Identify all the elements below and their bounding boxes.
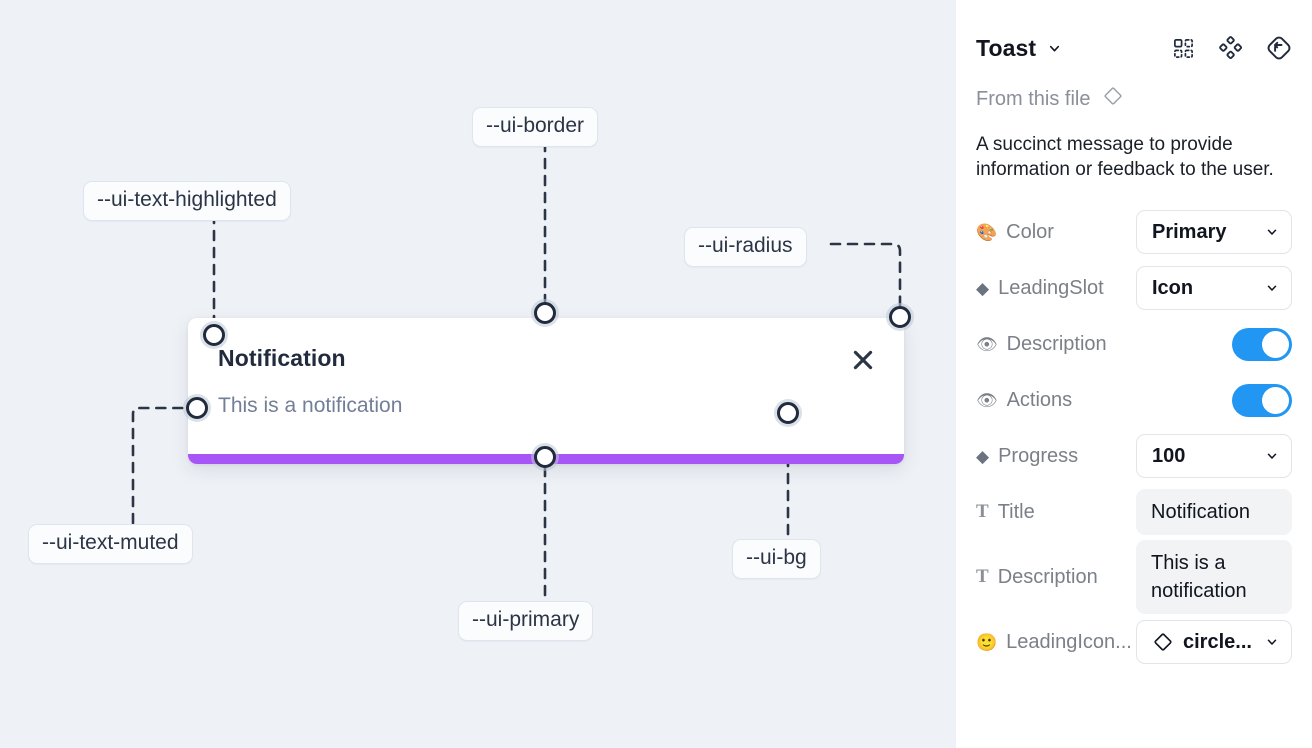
property-name: Actions — [1006, 388, 1073, 411]
reset-rotate-icon[interactable] — [1266, 35, 1292, 61]
color-select[interactable]: Primary — [1136, 210, 1292, 255]
property-label-leading-icon: 🙂 LeadingIcon... — [976, 631, 1136, 654]
property-label-color: 🎨 Color — [976, 221, 1136, 244]
property-control-title: Notification — [1136, 489, 1292, 536]
panel-header: Toast — [976, 0, 1292, 68]
description-input[interactable]: This is a notification — [1136, 540, 1292, 615]
property-control-leading-icon: circle... — [1136, 620, 1292, 665]
actions-toggle[interactable] — [1232, 383, 1292, 417]
property-name: Color — [1006, 220, 1054, 243]
toggle-knob — [1262, 330, 1289, 358]
panel-header-actions — [1172, 35, 1292, 61]
handle-ui-text-highlighted[interactable] — [203, 324, 225, 346]
design-canvas[interactable]: Notification This is a notification --ui… — [0, 0, 956, 748]
chevron-down-icon[interactable] — [1047, 41, 1062, 56]
line-ui-text-muted — [131, 406, 191, 525]
diamond-icon — [1102, 85, 1124, 113]
chevron-down-icon — [1265, 635, 1279, 649]
property-label-title: T Title — [976, 501, 1136, 524]
handle-ui-primary[interactable] — [534, 446, 556, 468]
component-grid-icon[interactable] — [1172, 37, 1195, 60]
property-row-leading-slot: ◆ LeadingSlot Icon — [976, 260, 1292, 316]
variants-diamond-icon[interactable] — [1218, 35, 1243, 61]
handle-ui-border[interactable] — [534, 302, 556, 324]
property-label-description-visible: 👁 Description — [976, 333, 1154, 356]
token-chip-ui-text-muted[interactable]: --ui-text-muted — [28, 524, 193, 565]
handle-ui-bg[interactable] — [777, 402, 799, 424]
token-chip-ui-border[interactable]: --ui-border — [472, 107, 599, 148]
eye-emoji-icon: 👁 — [976, 390, 998, 410]
line-ui-radius — [829, 242, 902, 311]
property-label-description-text: T Description — [976, 566, 1136, 589]
diamond-glyph-icon: ◆ — [976, 278, 990, 298]
property-name: LeadingIcon... — [1006, 630, 1132, 653]
toast-preview-card[interactable]: Notification This is a notification — [188, 318, 904, 464]
from-this-file-label: From this file — [976, 87, 1091, 110]
text-type-icon: T — [976, 501, 989, 523]
toast-title: Notification — [218, 345, 346, 371]
leading-icon-select[interactable]: circle... — [1136, 620, 1292, 665]
property-label-progress: ◆ Progress — [976, 445, 1136, 468]
progress-select[interactable]: 100 — [1136, 434, 1292, 479]
property-row-title: T Title Notification — [976, 484, 1292, 540]
leading-icon-select-value: circle... — [1183, 630, 1252, 653]
toggle-knob — [1262, 386, 1289, 414]
property-row-actions-visible: 👁 Actions — [976, 372, 1292, 428]
chevron-down-icon — [1265, 281, 1279, 295]
property-control-progress: 100 — [1136, 434, 1292, 479]
diamond-glyph-icon: ◆ — [976, 446, 990, 466]
handle-ui-text-muted[interactable] — [186, 397, 208, 419]
handle-ui-radius[interactable] — [889, 306, 911, 328]
property-name: Description — [1006, 332, 1107, 355]
close-x-icon[interactable] — [849, 346, 877, 374]
description-toggle[interactable] — [1232, 327, 1292, 361]
leading-slot-select-value: Icon — [1152, 276, 1194, 299]
property-control-color: Primary — [1136, 210, 1292, 255]
smiley-emoji-icon: 🙂 — [976, 632, 998, 652]
property-control-leading-slot: Icon — [1136, 266, 1292, 311]
token-chip-ui-primary[interactable]: --ui-primary — [458, 601, 594, 642]
properties-panel: Toast — [956, 0, 1312, 748]
panel-title: Toast — [976, 34, 1037, 61]
text-type-icon: T — [976, 566, 989, 588]
chevron-down-icon — [1265, 225, 1279, 239]
property-name: Title — [997, 500, 1035, 523]
token-chip-ui-bg[interactable]: --ui-bg — [732, 539, 821, 580]
property-list: 🎨 Color Primary ◆ LeadingSlot — [976, 204, 1292, 670]
property-row-leading-icon: 🙂 LeadingIcon... circle... — [976, 614, 1292, 670]
eye-emoji-icon: 👁 — [976, 334, 998, 354]
progress-select-value: 100 — [1152, 444, 1186, 467]
property-name: LeadingSlot — [998, 276, 1104, 299]
property-name: Progress — [998, 444, 1079, 467]
property-row-description-visible: 👁 Description — [976, 316, 1292, 372]
token-chip-ui-radius[interactable]: --ui-radius — [684, 227, 807, 268]
property-control-description-text: This is a notification — [1136, 540, 1292, 615]
token-chip-ui-text-highlighted[interactable]: --ui-text-highlighted — [83, 181, 291, 222]
toast-description: This is a notification — [218, 394, 403, 417]
component-description: A succinct message to provide informatio… — [976, 134, 1274, 181]
palette-emoji-icon: 🎨 — [976, 222, 998, 242]
leading-slot-select[interactable]: Icon — [1136, 266, 1292, 311]
chevron-down-icon — [1265, 449, 1279, 463]
property-name: Description — [997, 565, 1098, 588]
property-label-actions-visible: 👁 Actions — [976, 389, 1154, 412]
property-row-description-text: T Description This is a notification — [976, 540, 1292, 615]
property-control-actions-visible — [1232, 383, 1292, 417]
from-this-file-row[interactable]: From this file — [976, 85, 1292, 113]
property-row-progress: ◆ Progress 100 — [976, 428, 1292, 484]
title-input[interactable]: Notification — [1136, 489, 1292, 536]
property-control-description-visible — [1232, 327, 1292, 361]
diamond-icon — [1152, 631, 1174, 653]
property-label-leading-slot: ◆ LeadingSlot — [976, 277, 1136, 300]
property-row-color: 🎨 Color Primary — [976, 204, 1292, 260]
color-select-value: Primary — [1152, 220, 1227, 243]
